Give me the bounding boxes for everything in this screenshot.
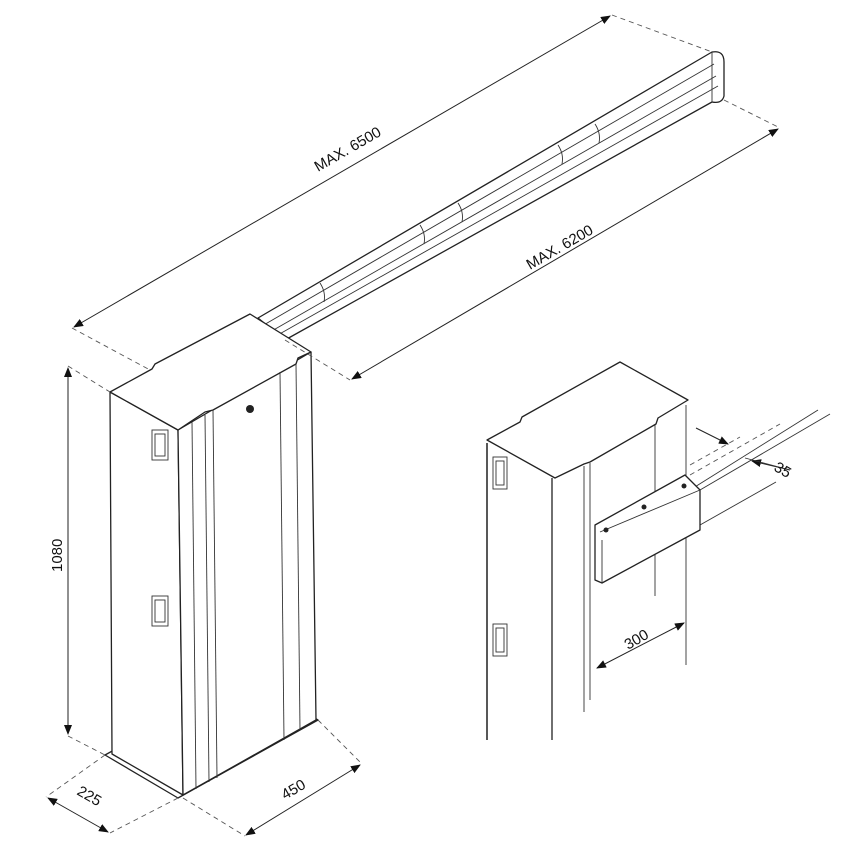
label-225: 225 bbox=[74, 783, 104, 810]
dimension-1080: 1080 bbox=[49, 365, 111, 756]
mounting-bracket bbox=[594, 474, 701, 584]
label-300: 300 bbox=[622, 626, 652, 653]
barrier-cabinet bbox=[104, 313, 319, 799]
boom-arm bbox=[257, 51, 725, 341]
lock-icon bbox=[246, 405, 254, 413]
dimension-300: 300 bbox=[596, 622, 685, 669]
label-1080: 1080 bbox=[49, 539, 66, 572]
detail-boom bbox=[689, 409, 831, 526]
dimension-35: 35 bbox=[695, 427, 794, 482]
dimension-max-6500: MAX. 6500 bbox=[71, 14, 713, 371]
detail-post bbox=[486, 361, 689, 740]
label-max-6200: MAX. 6200 bbox=[524, 222, 597, 274]
label-35: 35 bbox=[771, 459, 794, 482]
